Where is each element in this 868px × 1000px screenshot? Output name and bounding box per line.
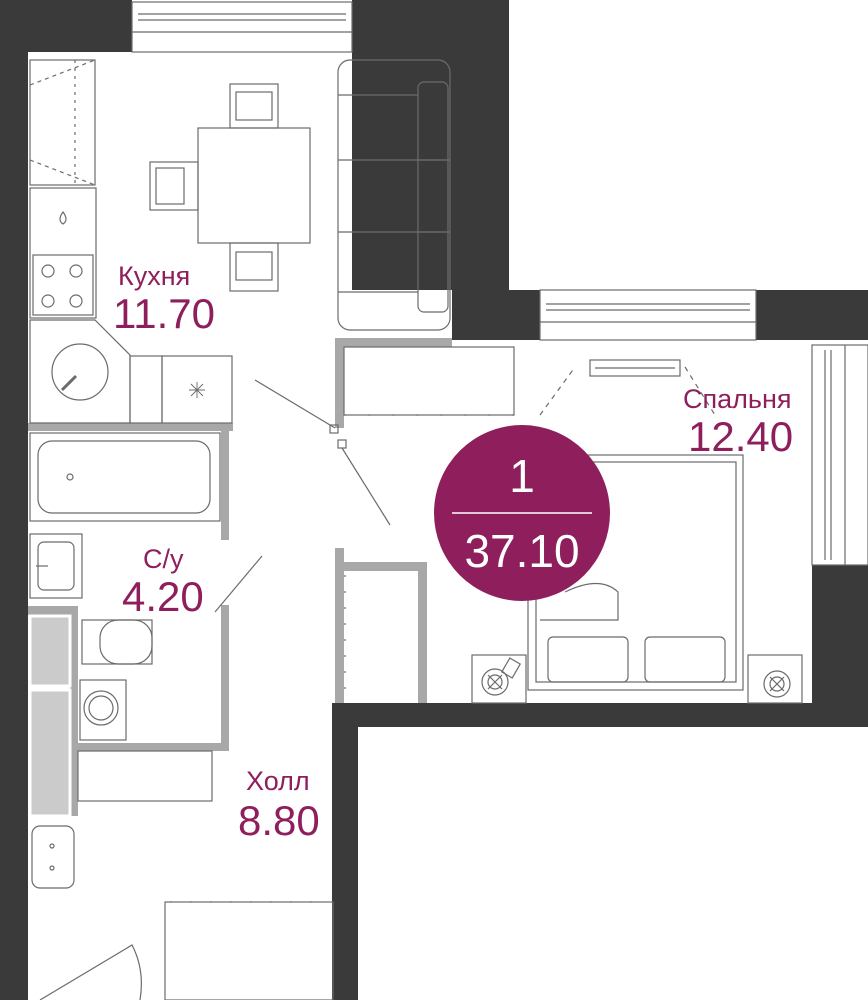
- hall-furniture: [31, 439, 391, 1000]
- fridge: [29, 59, 96, 186]
- boiler: [51, 343, 109, 401]
- dining-table: [197, 127, 311, 244]
- bedroom-furniture: [343, 346, 803, 704]
- tv: [589, 359, 681, 377]
- storage-cupboards: [28, 614, 72, 818]
- shoe-rack: [77, 750, 213, 802]
- bedroom-name: Спальня: [683, 384, 792, 414]
- washbasin: [29, 533, 83, 599]
- badge-room-count: 1: [509, 450, 535, 502]
- kitchen-name: Кухня: [118, 261, 190, 291]
- wardrobe: [164, 901, 334, 1000]
- wardrobe-bedroom: [343, 346, 515, 416]
- bathroom-fixtures: [29, 432, 263, 741]
- sink-icon: [59, 210, 67, 225]
- bath-name: С/у: [143, 544, 184, 574]
- interior-partitions: [28, 338, 452, 816]
- bathtub: [29, 432, 221, 522]
- bedroom-window: [539, 289, 757, 341]
- hall-area: 8.80: [238, 797, 320, 844]
- kitchen-area: 11.70: [113, 290, 215, 337]
- badge-total-area: 37.10: [464, 525, 579, 577]
- total-badge: 1 37.10: [434, 425, 610, 601]
- star-icon: [189, 382, 205, 398]
- side-window: [811, 344, 868, 566]
- toilet: [81, 619, 153, 665]
- hob: [32, 254, 94, 316]
- hall-name: Холл: [246, 766, 310, 796]
- bath-area: 4.20: [122, 573, 204, 620]
- nightstand-right: [747, 654, 803, 704]
- bedroom-area: 12.40: [688, 413, 793, 460]
- pouf: [31, 825, 75, 889]
- sofa: [337, 59, 451, 331]
- top-window: [131, 1, 353, 53]
- nightstand-left: [471, 654, 527, 704]
- kitchen-furniture: [29, 59, 451, 434]
- washing-machine: [79, 679, 127, 741]
- entrance-door: [39, 944, 142, 1000]
